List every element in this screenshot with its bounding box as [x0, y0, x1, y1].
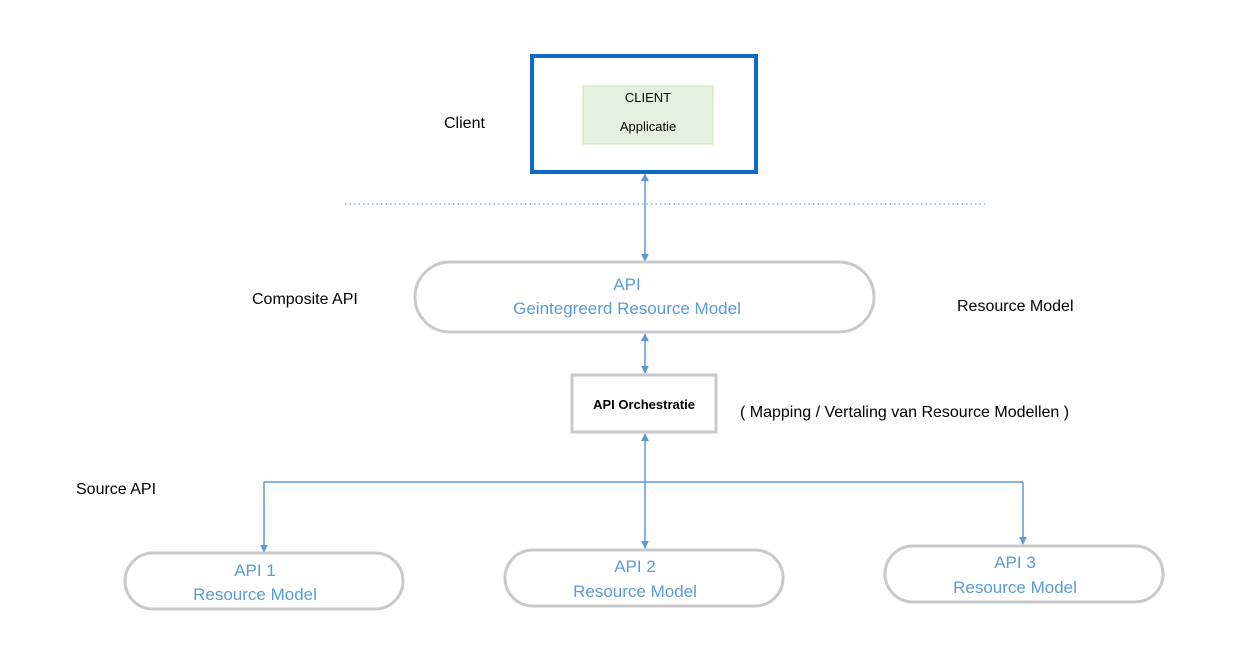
orchestration-note: ( Mapping / Vertaling van Resource Model…: [740, 404, 1069, 421]
source-api-3-pill: [883, 544, 1165, 604]
source-api-3-subtitle: Resource Model: [953, 578, 1077, 597]
layer-label-composite: Composite API: [252, 291, 358, 308]
resource-model-label: Resource Model: [957, 298, 1074, 315]
source-api-2-pill: [503, 548, 785, 608]
composite-api-title: API: [613, 275, 640, 294]
source-api-1-title: API 1: [234, 561, 276, 580]
source-api-1-pill: [123, 551, 405, 611]
source-api-1-subtitle: Resource Model: [193, 585, 317, 604]
client-box-subtitle: Applicatie: [620, 119, 676, 134]
layer-label-client: Client: [444, 115, 485, 132]
source-api-2-title: API 2: [614, 557, 656, 576]
client-application-box: [582, 85, 714, 145]
source-api-2-subtitle: Resource Model: [573, 582, 697, 601]
layer-label-source: Source API: [76, 481, 156, 498]
client-box-title: CLIENT: [625, 90, 671, 105]
orchestration-box: [570, 373, 718, 434]
source-api-3-title: API 3: [994, 553, 1036, 572]
composite-api-pill: [413, 260, 876, 334]
composite-api-subtitle: Geintegreerd Resource Model: [513, 299, 741, 318]
orchestration-label: API Orchestratie: [593, 397, 695, 412]
